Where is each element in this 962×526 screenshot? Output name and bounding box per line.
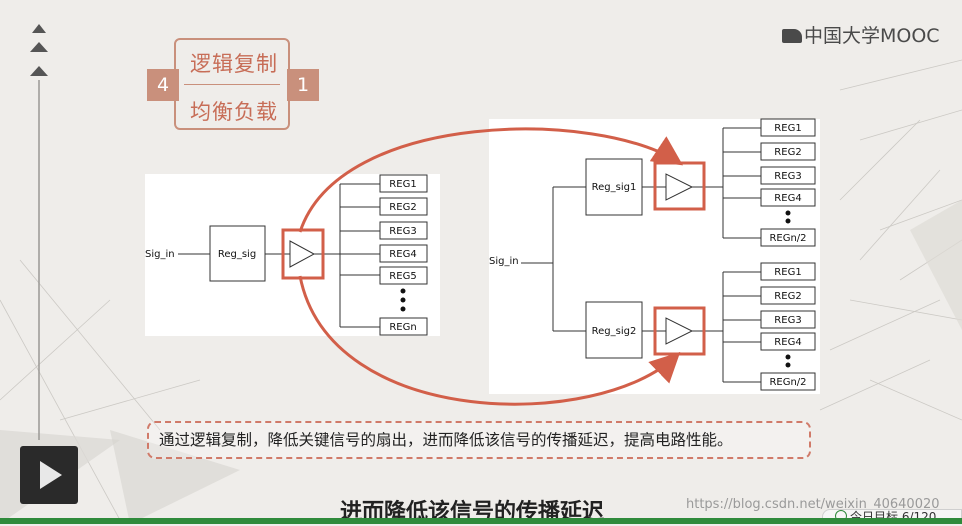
- left-buffer-highlight: [281, 228, 325, 280]
- right-bottom-fanout-label: REGn/2: [769, 377, 806, 388]
- summary-note: 通过逻辑复制，降低关键信号的扇出，进而降低该信号的传播延迟，提高电路性能。: [147, 421, 811, 459]
- right-sig-in-label: Sig_in: [489, 256, 519, 267]
- badge-right: 1: [287, 69, 319, 101]
- left-fanout-label: REGn: [389, 322, 416, 333]
- left-fanout-label: REG4: [389, 249, 416, 260]
- right-reg-sig2-label: Reg_sig2: [592, 326, 637, 337]
- left-fanout-label: REG5: [389, 271, 416, 282]
- nav-up-icon: [30, 42, 48, 52]
- nav-up-icon: [30, 66, 48, 76]
- right-top-fanout-label: REG1: [774, 123, 801, 134]
- right-bottom-fanout-label: REG2: [774, 291, 801, 302]
- badge-left: 4: [147, 69, 179, 101]
- left-fanout-label: REG3: [389, 226, 416, 237]
- title-line-1: 逻辑复制: [190, 52, 278, 76]
- arrow-to-bottom-buffer: [298, 275, 681, 406]
- book-icon: [782, 29, 802, 43]
- right-bottom-fanout-label: REG4: [774, 337, 801, 348]
- right-top-fanout-label: REG4: [774, 193, 801, 204]
- play-icon: [40, 461, 62, 489]
- play-button[interactable]: [20, 446, 78, 504]
- left-fanout-label: REG1: [389, 179, 416, 190]
- arrow-to-top-buffer: [298, 127, 683, 233]
- right-reg-sig1-label: Reg_sig1: [592, 182, 637, 193]
- right-bottom-fanout-label: REG3: [774, 315, 801, 326]
- watermark: https://blog.csdn.net/weixin_40640020: [686, 497, 940, 512]
- logo-text: 中国大学MOOC: [804, 25, 940, 47]
- right-bottom-fanout-label: REG1: [774, 267, 801, 278]
- left-reg-sig-label: Reg_sig: [218, 249, 256, 260]
- left-fanout-label: REG2: [389, 202, 416, 213]
- right-top-fanout-label: REG3: [774, 171, 801, 182]
- mooc-logo: 中国大学MOOC: [782, 21, 940, 48]
- title-line-2: 均衡负载: [190, 100, 278, 124]
- right-top-fanout-label: REG2: [774, 147, 801, 158]
- left-sig-in-label: Sig_in: [145, 249, 175, 260]
- nav-up-icon: [32, 24, 46, 33]
- right-top-fanout-label: REGn/2: [769, 233, 806, 244]
- title-divider: [184, 84, 280, 85]
- video-progress-bar[interactable]: [0, 518, 962, 524]
